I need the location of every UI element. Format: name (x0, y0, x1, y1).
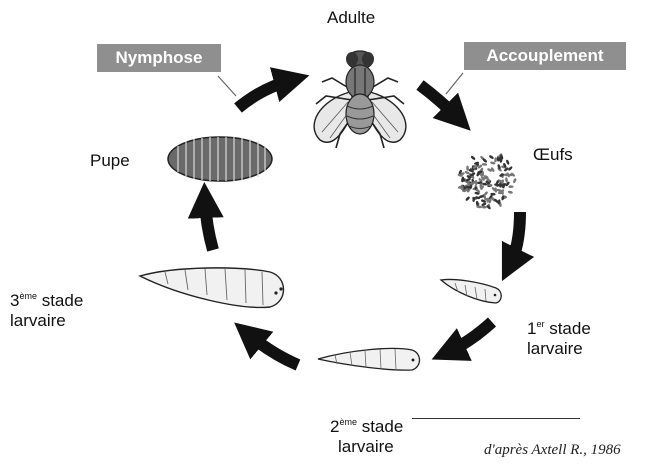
egg (508, 185, 513, 188)
stage-label-larva2: 2ème stade larvaire (330, 412, 403, 457)
egg (513, 178, 517, 184)
larva-icon (140, 268, 284, 307)
egg (505, 177, 508, 183)
egg (482, 163, 487, 166)
larva-icon (318, 348, 420, 370)
egg (465, 196, 471, 202)
stage-label-pupa: Pupe (90, 151, 130, 171)
larva-icon (441, 279, 501, 303)
egg (494, 157, 497, 162)
egg (489, 155, 495, 160)
stage-label-eggs: Œufs (533, 145, 573, 165)
egg (481, 206, 486, 209)
stage-label-larva1: 1er stade larvaire (527, 314, 591, 359)
fly-icon (314, 51, 406, 148)
pupa-icon (168, 137, 272, 181)
badge-connector (218, 76, 236, 96)
source-credit: d'après Axtell R., 1986 (484, 442, 621, 459)
egg (466, 166, 469, 171)
badge-connector (446, 73, 463, 94)
transition-badge-mating: Accouplement (464, 42, 626, 70)
egg (507, 190, 513, 194)
egg (506, 159, 510, 165)
eggs-icon (457, 153, 517, 210)
egg (470, 155, 476, 160)
stage-label-adult: Adulte (327, 8, 375, 28)
egg (464, 171, 470, 175)
stage-label-larva3: 3ème stade larvaire (10, 286, 83, 331)
divider-line (412, 418, 580, 419)
transition-badge-pupation: Nymphose (97, 44, 221, 72)
